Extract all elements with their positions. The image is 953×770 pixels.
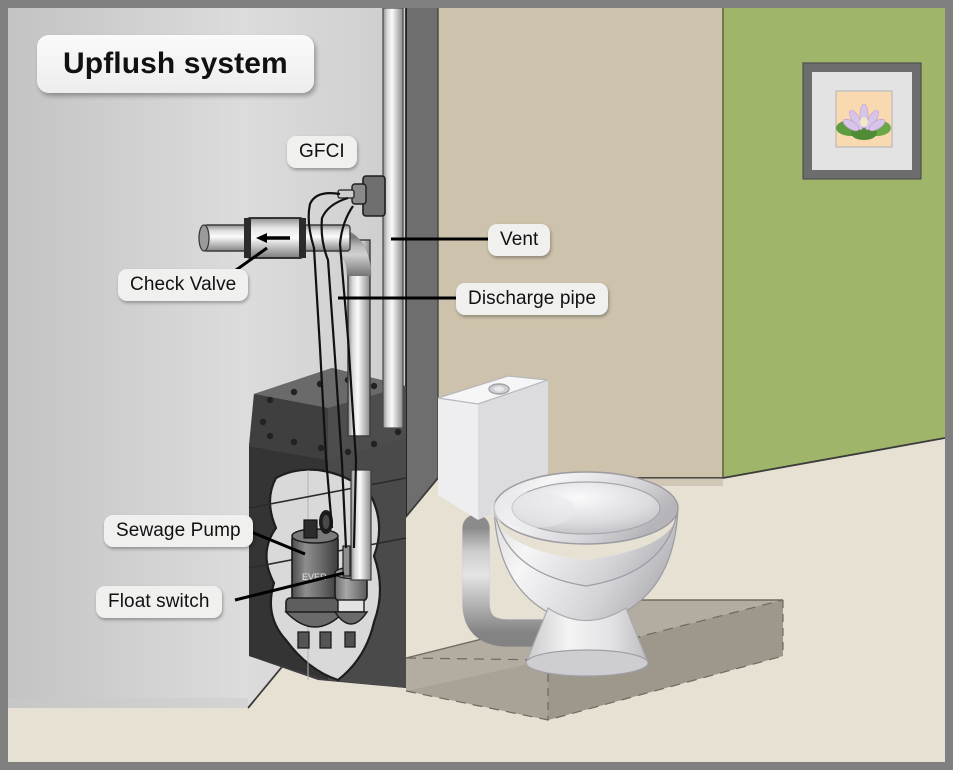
label-check-valve: Check Valve: [118, 269, 249, 301]
label-sewage-pump: Sewage Pump: [104, 515, 253, 547]
piping: [198, 8, 404, 437]
check-valve: [244, 217, 306, 259]
label-vent: Vent: [488, 224, 551, 256]
label-discharge-pipe: Discharge pipe: [456, 283, 609, 315]
leader-lines: [221, 237, 491, 602]
toilet-seat-lid: [491, 492, 575, 528]
toilet-bowl: [491, 471, 679, 677]
scene-illustration: EVER: [8, 8, 945, 762]
water-lily-icon: [836, 103, 891, 140]
label-float-switch: Float switch: [96, 586, 222, 618]
label-gfci: GFCI: [287, 136, 357, 168]
flow-arrow-icon: [256, 233, 290, 243]
diagram-frame: EVER: [8, 8, 945, 762]
toilet-trap-pipe: [462, 514, 567, 647]
toilet: [437, 375, 679, 677]
pump-brand-text: EVER: [302, 572, 327, 582]
vent-pipe: [382, 8, 404, 429]
picture-frame: [802, 62, 922, 180]
pump-cord-boot: [303, 519, 318, 539]
leader-float-switch: [234, 571, 345, 602]
beige-back-wall: [438, 8, 723, 478]
gfci-outlet: [337, 175, 386, 217]
page-title: Upflush system: [37, 35, 314, 93]
power-cords: [307, 192, 358, 549]
